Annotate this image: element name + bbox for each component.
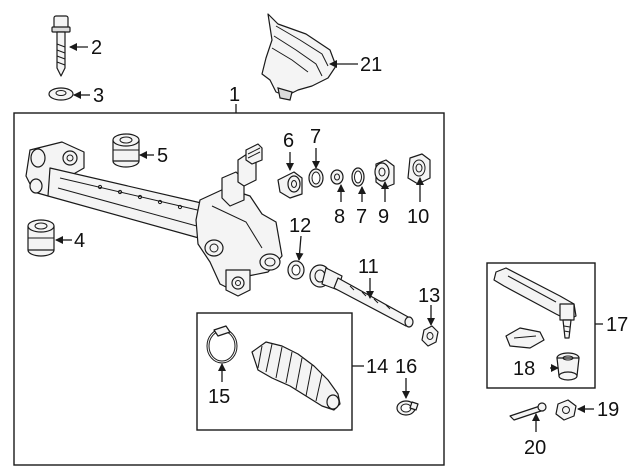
leader-lines (55, 43, 603, 432)
callout-3: 3 (93, 85, 104, 107)
o-ring-a-part[interactable] (308, 168, 324, 188)
callout-4: 4 (74, 230, 85, 252)
callout-16: 16 (395, 356, 417, 378)
callout-15: 15 (208, 386, 230, 408)
heat-shield-part[interactable] (261, 13, 337, 101)
callout-10: 10 (407, 206, 429, 228)
callout-11: 11 (358, 256, 379, 278)
dust-boot-part[interactable] (556, 352, 580, 381)
callout-9: 9 (378, 206, 389, 228)
callout-17: 17 (606, 314, 628, 336)
boot-clamp-part[interactable] (206, 325, 238, 364)
callout-5: 5 (157, 145, 168, 167)
mount-bushing-upper-part[interactable] (112, 133, 140, 168)
callout-18: 18 (513, 358, 535, 380)
small-washer-part[interactable] (330, 169, 344, 185)
bellows-boot-part[interactable] (251, 341, 341, 411)
small-clamp-part[interactable] (396, 400, 419, 416)
cotter-pin-part[interactable] (509, 402, 547, 421)
callout-2: 2 (91, 37, 102, 59)
steering-gear-assembly-box (13, 112, 445, 466)
callout-20: 20 (524, 437, 546, 459)
mount-bushing-lower-part[interactable] (27, 219, 55, 257)
callout-1: 1 (229, 84, 240, 106)
callout-19: 19 (597, 399, 619, 421)
washer-part[interactable] (48, 87, 74, 101)
o-ring-b-part[interactable] (351, 167, 365, 187)
castle-nut-part[interactable] (555, 399, 577, 421)
inner-tie-rod-part[interactable] (309, 264, 414, 328)
inner-washer-part[interactable] (287, 260, 305, 280)
tie-rod-end-box (486, 262, 596, 389)
jam-nut-part[interactable] (421, 325, 439, 347)
lock-nut-part[interactable] (407, 153, 431, 185)
callout-7a: 7 (310, 126, 321, 148)
callout-14: 14 (366, 356, 388, 378)
bolt-part[interactable] (51, 15, 71, 77)
yoke-plug-part[interactable] (374, 159, 395, 189)
steering-rack-housing-part[interactable] (25, 141, 283, 297)
tie-rod-lock-plate-part[interactable] (505, 327, 545, 349)
boot-kit-box (196, 312, 353, 431)
callout-7b: 7 (356, 206, 367, 228)
callout-8: 8 (334, 206, 345, 228)
callout-13: 13 (418, 285, 440, 307)
rack-bushing-part[interactable] (277, 171, 303, 199)
outer-tie-rod-end-part[interactable] (493, 267, 577, 339)
callout-6: 6 (283, 130, 294, 152)
callout-12: 12 (289, 215, 311, 237)
callout-21: 21 (360, 54, 382, 76)
callout-numbers: 1 2 3 5 4 6 7 8 7 9 10 12 11 13 14 15 16… (74, 37, 628, 459)
